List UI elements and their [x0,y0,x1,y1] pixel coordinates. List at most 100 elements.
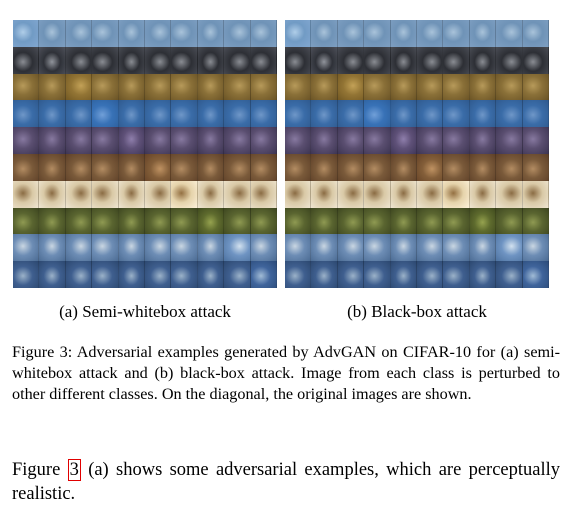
image-tile [443,234,470,262]
image-tile [145,127,172,154]
image-tile [469,20,497,47]
image-tile [285,207,312,235]
image-tile [39,154,66,181]
image-tile [496,46,523,74]
image-tile [337,73,365,101]
image-tile [311,261,338,288]
image-tile [171,154,198,181]
image-tile [92,73,119,101]
image-tile [417,20,444,47]
image-tile [285,20,312,47]
image-tile [197,20,225,47]
image-tile [496,100,523,128]
image-tile [337,180,365,208]
image-tile [13,207,40,235]
image-row [13,234,278,262]
image-tile [118,207,146,235]
image-tile [364,234,391,262]
image-tile [171,180,198,208]
image-tile [390,46,418,74]
image-tile [285,100,312,128]
image-tile [145,261,172,288]
image-tile [171,127,198,154]
image-tile [390,154,418,181]
image-tile [311,234,338,262]
image-tile [118,234,146,262]
image-row [13,207,278,235]
image-tile [522,73,550,101]
image-tile [118,127,146,154]
image-tile [417,73,444,101]
image-tile [311,127,338,154]
image-tile [92,261,119,288]
image-tile [145,46,172,74]
image-tile [390,100,418,128]
image-tile [92,127,119,154]
image-tile [469,100,497,128]
image-tile [92,100,119,128]
image-tile [39,261,66,288]
image-row [13,20,278,47]
image-tile [65,100,93,128]
image-tile [285,180,312,208]
image-tile [390,20,418,47]
image-tile [496,234,523,262]
figure-reference-link[interactable]: 3 [67,459,81,481]
image-tile [92,180,119,208]
image-tile [250,20,278,47]
image-tile [65,261,93,288]
image-tile [65,127,93,154]
image-tile [250,180,278,208]
image-tile [311,20,338,47]
image-tile [364,207,391,235]
image-tile [390,180,418,208]
image-tile [39,20,66,47]
image-tile [171,73,198,101]
image-tile [337,20,365,47]
image-row [285,207,550,235]
image-tile [285,154,312,181]
image-row [285,180,550,208]
image-tile [197,100,225,128]
image-tile [118,20,146,47]
image-tile [13,154,40,181]
image-tile [145,234,172,262]
image-tile [145,100,172,128]
image-tile [522,180,550,208]
image-tile [197,46,225,74]
image-tile [522,20,550,47]
image-tile [65,207,93,235]
image-row [285,154,550,181]
body-suffix: (a) shows some adversarial examples, whi… [12,460,561,504]
image-tile [311,46,338,74]
image-tile [250,234,278,262]
image-tile [197,207,225,235]
image-tile [443,73,470,101]
image-tile [250,127,278,154]
image-tile [224,234,251,262]
black-box-image-grid [285,20,550,288]
image-tile [390,234,418,262]
image-tile [224,180,251,208]
image-tile [311,100,338,128]
image-tile [250,207,278,235]
image-tile [171,46,198,74]
image-tile [496,127,523,154]
image-tile [39,100,66,128]
image-tile [13,234,40,262]
image-row [13,46,278,74]
image-tile [496,73,523,101]
body-prefix: Figure [12,460,61,480]
image-tile [39,127,66,154]
image-tile [390,261,418,288]
image-tile [522,127,550,154]
image-tile [65,180,93,208]
image-tile [469,154,497,181]
image-row [285,100,550,128]
image-tile [417,180,444,208]
image-tile [92,154,119,181]
image-tile [443,180,470,208]
image-tile [13,261,40,288]
image-tile [390,127,418,154]
image-tile [171,100,198,128]
